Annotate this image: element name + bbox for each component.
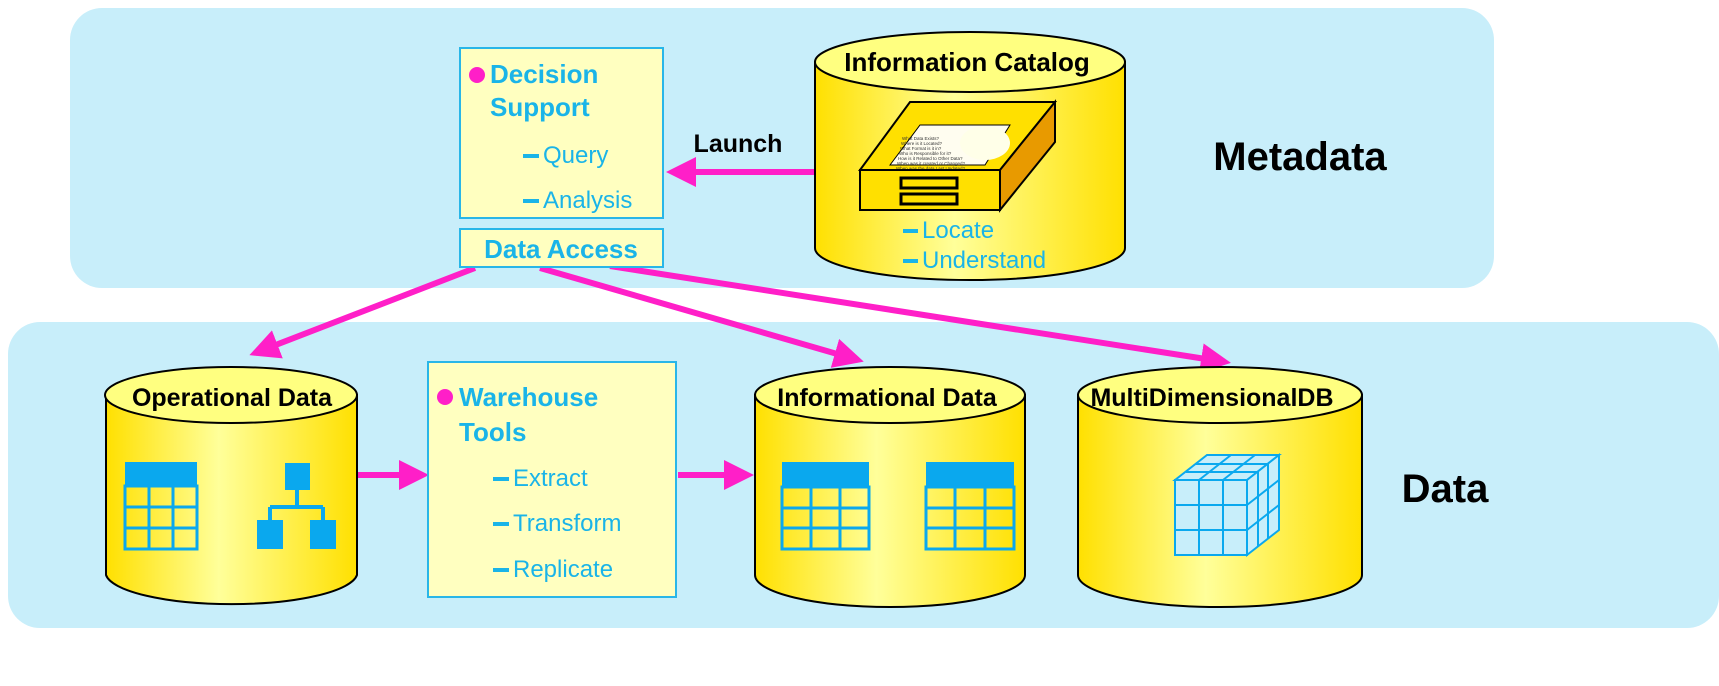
svg-text:Who is Responsible for it?: Who is Responsible for it?	[899, 151, 952, 156]
access-arrow-operational	[249, 265, 477, 359]
warehouse-item-replicate: Replicate	[513, 556, 613, 583]
dash-icon	[903, 259, 918, 263]
card-file-drawer-icon: What Data Exists? Where is it Located? W…	[858, 99, 1058, 213]
dash-icon	[493, 477, 509, 481]
svg-text:How is it Related to Other Dat: How is it Related to Other Data?	[898, 156, 963, 161]
card-text-lines: What Data Exists? Where is it Located? W…	[896, 136, 966, 171]
svg-text:What Data Exists?: What Data Exists?	[902, 136, 940, 141]
svg-text:What Format is it in?: What Format is it in?	[900, 146, 942, 151]
dash-icon	[523, 199, 539, 203]
warehouse-tools-box: Warehouse Tools Extract Transform Replic…	[427, 361, 677, 598]
metadata-band	[70, 8, 1494, 288]
information-catalog-cylinder: Information Catalog What Data Exists? Wh…	[814, 31, 1126, 281]
bullet-dot	[437, 389, 453, 405]
multidimensional-db-cylinder: MultiDimensionalDB	[1077, 366, 1363, 608]
warehouse-title-1: Warehouse	[459, 382, 598, 412]
data-access-box: Data Access	[459, 228, 664, 268]
decision-support-box: Decision Support Query Analysis	[459, 47, 664, 219]
decision-support-title-1: Decision	[490, 59, 598, 89]
warehouse-item-transform: Transform	[513, 510, 621, 537]
table-icon	[123, 462, 199, 551]
dash-icon	[903, 229, 918, 233]
data-band-label: Data	[1402, 467, 1489, 511]
access-arrow-informational	[539, 265, 864, 368]
dash-icon	[523, 154, 539, 158]
catalog-title: Information Catalog	[844, 47, 1090, 77]
operational-data-cylinder: Operational Data	[104, 366, 358, 606]
decision-item-query: Query	[543, 142, 608, 169]
informational-data-cylinder: Informational Data	[754, 366, 1026, 608]
bullet-dot	[469, 67, 485, 83]
warehouse-item-extract: Extract	[513, 465, 588, 492]
warehouse-title-2: Tools	[459, 417, 526, 447]
data-access-label: Data Access	[484, 234, 638, 264]
table-icon	[780, 462, 871, 551]
dash-icon	[493, 568, 509, 572]
catalog-item-understand: Understand	[922, 247, 1046, 274]
decision-item-analysis: Analysis	[543, 187, 632, 214]
table-icon	[924, 462, 1016, 551]
operational-title: Operational Data	[132, 384, 333, 412]
launch-label: Launch	[694, 130, 783, 158]
access-arrow-multidim	[609, 263, 1231, 374]
multidim-title: MultiDimensionalDB	[1090, 384, 1333, 412]
decision-support-title-2: Support	[490, 92, 590, 122]
informational-title: Informational Data	[777, 384, 998, 412]
catalog-item-locate: Locate	[922, 217, 994, 244]
metadata-band-label: Metadata	[1213, 135, 1387, 179]
hierarchy-icon	[257, 463, 336, 549]
svg-text:When was it created or Changed: When was it created or Changed?	[897, 161, 966, 166]
flow-arrows	[249, 157, 1231, 490]
svg-text:When was the data Last Updated: When was the data Last Updated?	[896, 166, 966, 171]
cube-icon	[1172, 452, 1282, 558]
svg-text:Where is it Located?: Where is it Located?	[901, 141, 943, 146]
dash-icon	[493, 522, 509, 526]
